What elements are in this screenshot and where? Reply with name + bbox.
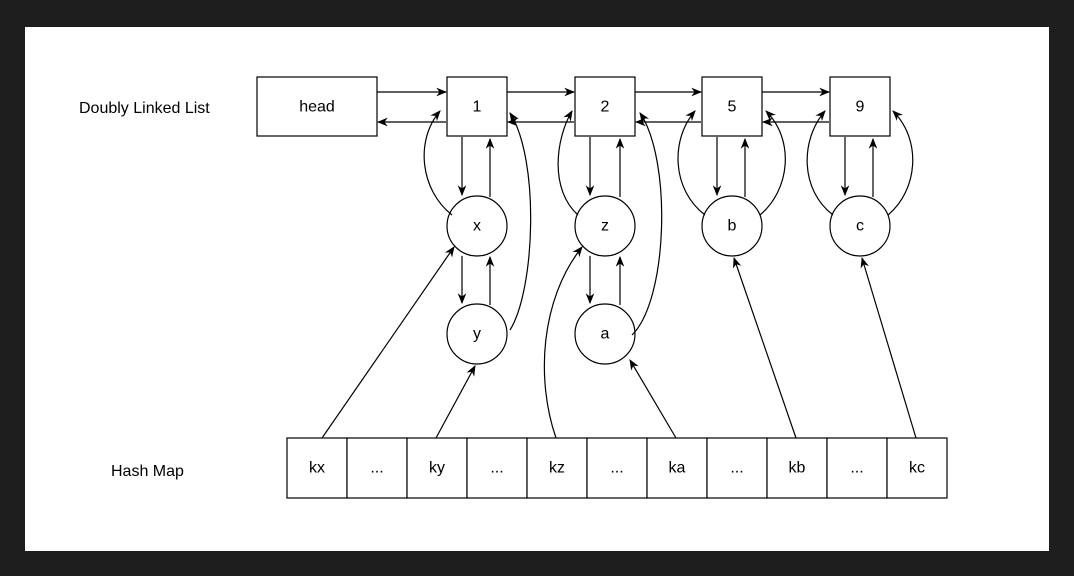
- sub-node-label: x: [473, 218, 481, 235]
- hash-cell-box: [706, 437, 768, 499]
- sub-node-y: y: [446, 303, 508, 365]
- hash-cell: ...: [586, 437, 648, 499]
- doubly-linked-list-label: Doubly Linked List: [79, 100, 210, 117]
- loop-arrow: [806, 110, 834, 216]
- hash-cell-box: [286, 437, 348, 499]
- list-node-2: 2: [574, 76, 636, 137]
- hash-cell-label: kz: [549, 460, 565, 477]
- hash-cell-box: [346, 437, 408, 499]
- hash-cell: kb: [766, 437, 828, 499]
- hash-links: [321, 246, 917, 439]
- hash-pointer-arrow: [629, 359, 677, 439]
- hash-cell-label: kb: [789, 460, 806, 477]
- hash-cell-box: [586, 437, 648, 499]
- hash-cell-label: ...: [850, 460, 863, 477]
- hash-cell-label: kc: [909, 460, 925, 477]
- list-node-1: 1: [446, 76, 508, 137]
- loop-arrow: [887, 110, 914, 216]
- loop-arrow: [631, 112, 663, 336]
- list-node-9: 9: [829, 76, 891, 137]
- loop-arrow: [677, 110, 706, 216]
- hash-cell: ...: [826, 437, 888, 499]
- hash-pointer-arrow: [321, 246, 455, 439]
- sub-node-label: y: [473, 326, 481, 343]
- hash-cell: ...: [706, 437, 768, 499]
- hash-cell-label: ...: [370, 460, 383, 477]
- hash-cell-box: [766, 437, 828, 499]
- list-node-label: 2: [601, 99, 610, 116]
- hash-cell-box: [526, 437, 588, 499]
- list-node-label: head: [299, 99, 335, 116]
- hash-cell: ky: [406, 437, 468, 499]
- loop-arrow: [509, 112, 532, 331]
- hash-cell: ...: [466, 437, 528, 499]
- hash-cell-label: ...: [490, 460, 503, 477]
- sub-node-label: b: [728, 218, 737, 235]
- hash-cell: kc: [886, 437, 948, 499]
- hash-cell: ka: [646, 437, 708, 499]
- list-links: [376, 87, 831, 127]
- sub-node-z: z: [574, 195, 636, 257]
- sub-node-label: a: [601, 326, 610, 343]
- hash-pointer-arrow: [860, 256, 917, 439]
- loop-arrow: [423, 110, 453, 216]
- hash-cell-label: ka: [669, 460, 686, 477]
- hash-pointer-arrow: [543, 246, 583, 439]
- hash-cell: kz: [526, 437, 588, 499]
- hash-map-label: Hash Map: [111, 463, 184, 480]
- hash-pointer-arrow: [435, 365, 476, 439]
- sub-node-a: a: [574, 303, 636, 365]
- list-node-label: 5: [728, 99, 737, 116]
- diagram-canvas: Doubly Linked List Hash Map head 1 2 5 9: [25, 27, 1049, 551]
- hash-map-row: kx... ky... kz... ka... kb... kc: [286, 437, 948, 499]
- hash-cell-label: ...: [610, 460, 623, 477]
- list-node-label: 1: [473, 99, 482, 116]
- hash-cell-label: ky: [429, 460, 445, 477]
- hash-pointer-arrow: [733, 256, 797, 439]
- sub-node-label: c: [856, 218, 864, 235]
- hash-cell-label: kx: [309, 460, 325, 477]
- loop-arrow: [557, 110, 579, 216]
- list-node-head: head: [256, 76, 378, 137]
- sub-links: [423, 110, 914, 336]
- list-node-label: 9: [856, 99, 865, 116]
- hash-cell-box: [406, 437, 468, 499]
- sub-node-label: z: [601, 218, 609, 235]
- hash-cell: ...: [346, 437, 408, 499]
- hash-cell-label: ...: [730, 460, 743, 477]
- hash-cell-box: [886, 437, 948, 499]
- sub-node-b: b: [701, 195, 763, 257]
- hash-cell: kx: [286, 437, 348, 499]
- list-node-5: 5: [701, 76, 763, 137]
- hash-cell-box: [646, 437, 708, 499]
- hash-cell-box: [826, 437, 888, 499]
- loop-arrow: [759, 110, 786, 216]
- sub-node-x: x: [446, 195, 508, 257]
- sub-node-c: c: [829, 195, 891, 257]
